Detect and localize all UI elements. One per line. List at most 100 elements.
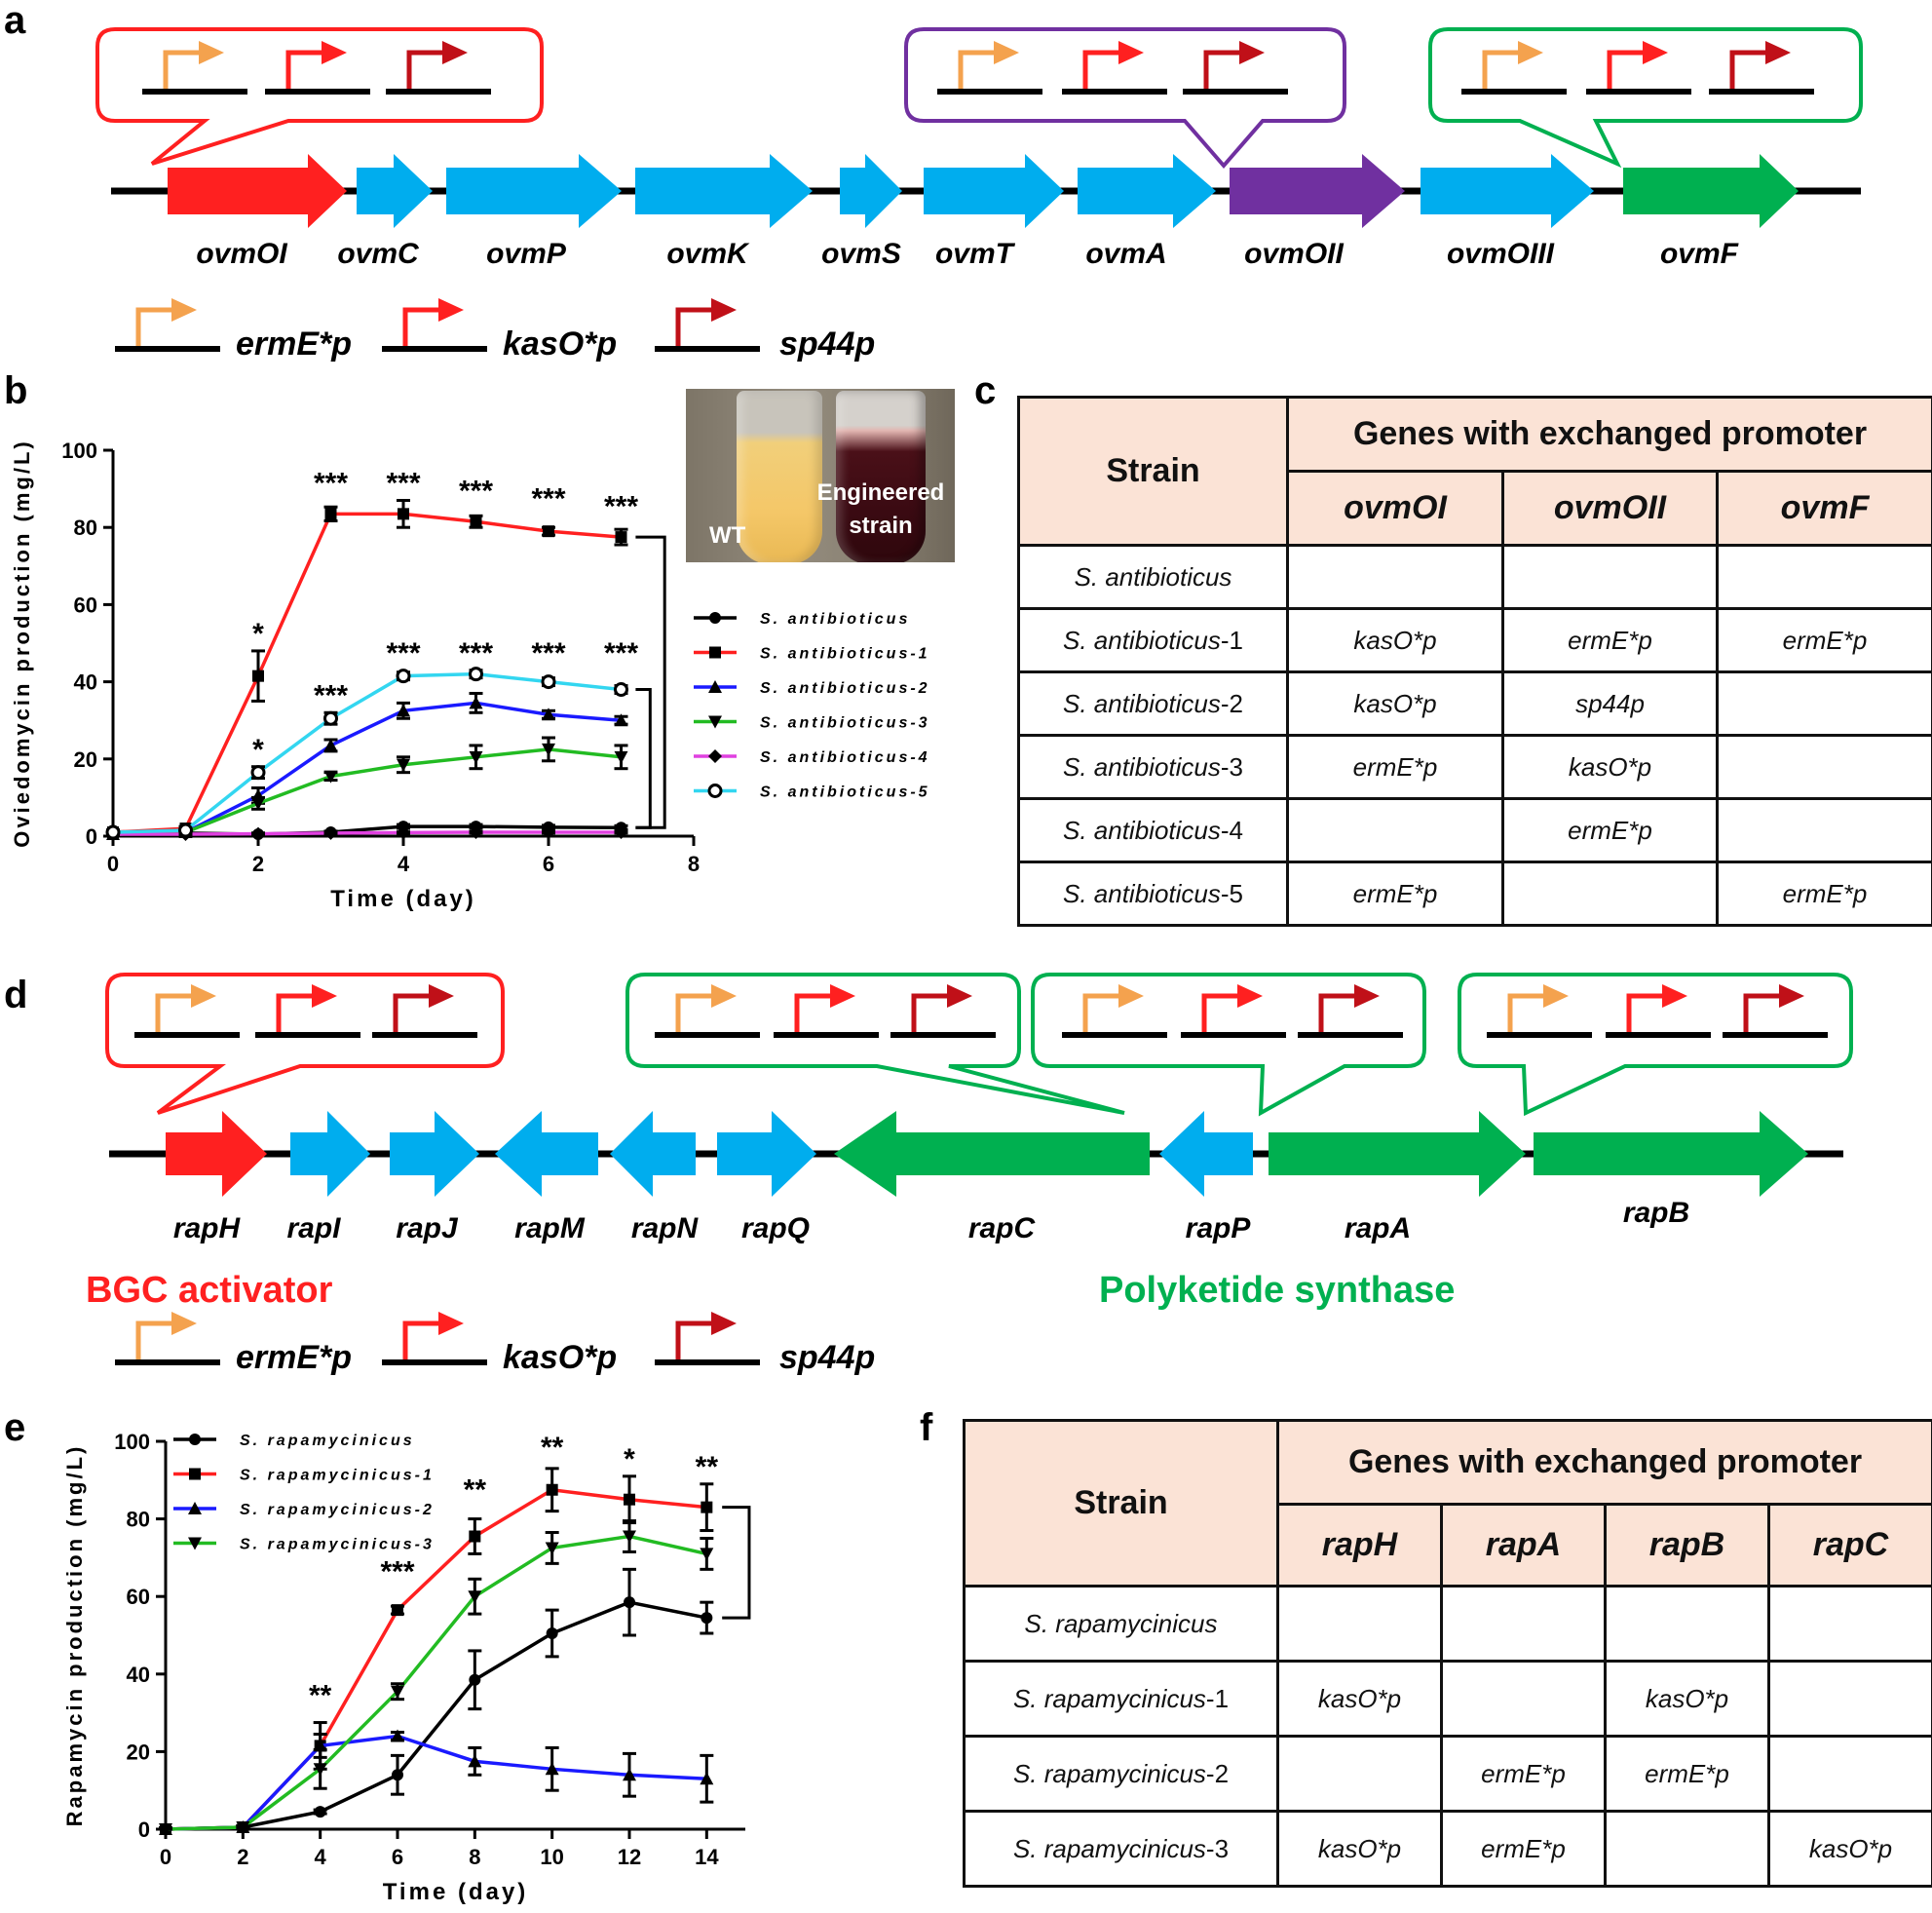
x-tick-label: 4 [315,1845,327,1869]
callout-rapC [625,973,1125,1115]
gene-label-rapJ: rapJ [396,1212,459,1244]
significance-mark: * [624,1443,635,1475]
data-point [542,743,555,756]
table-row: S. rapamycinicus-3 kasO*p ermE*p kasO*p [963,1810,1932,1888]
cell: sp44p [1501,670,1719,737]
data-point [708,680,722,693]
cell: ermE*p [1440,1735,1607,1813]
significance-mark: *** [386,468,420,500]
x-tick-label: 0 [160,1845,171,1869]
data-point [323,710,338,726]
data-point [159,1823,172,1836]
cell [1767,1585,1932,1663]
series-line [165,1534,707,1831]
strain-suffix: -4 [1220,815,1243,845]
header-genes-exchanged: Genes with exchanged promoter [1285,396,1932,473]
header-gene: rapH [1276,1503,1443,1588]
data-point [189,1434,201,1445]
data-point [324,508,337,520]
gene-ovmF [1623,154,1799,228]
legend-ermE-label-d: ermE*p [236,1339,352,1376]
data-point [236,1821,250,1835]
panel-label-d: d [4,974,27,1016]
cell [1715,797,1932,863]
data-point [396,669,411,684]
x-tick-label: 0 [107,852,119,876]
y-tick-label: 60 [74,593,97,617]
data-point [397,758,410,772]
data-point [545,1762,559,1776]
data-point [545,1542,559,1555]
gene-ovmS [840,154,902,228]
y-tick-label: 80 [127,1508,150,1532]
gene-rapI [290,1111,370,1197]
cell [1767,1660,1932,1738]
data-point [469,825,483,840]
cell [1715,544,1932,610]
header-genes-exchanged: Genes with exchanged promoter [1276,1419,1932,1506]
panel-label-b: b [4,369,27,412]
tube-wt [737,391,822,562]
data-point [543,525,554,538]
data-point [614,825,628,840]
data-point [252,670,264,682]
table-rap-promoters: Strain Genes with exchanged promoter rap… [963,1419,1932,1888]
cell [1440,1585,1607,1663]
significance-mark: ** [309,1680,332,1712]
cell [1767,1735,1932,1813]
gene-rapJ [390,1111,479,1197]
gene-label-ovmOI: ovmOI [196,238,287,270]
cell: kasO*p [1276,1810,1443,1888]
series-line [112,701,622,836]
data-point [709,612,721,624]
gene-label-ovmOIII: ovmOIII [1447,238,1555,270]
significance-bracket [635,688,652,829]
significance-mark: ** [541,1432,564,1464]
cell [1715,734,1932,800]
data-point [391,1685,404,1699]
data-point [469,1530,481,1543]
promoter-legend-a: ermE*p kasO*p sp44p [115,298,875,363]
data-point [541,674,556,690]
table-row: S. rapamycinicus [963,1585,1932,1663]
legend-ermE-label: ermE*p [236,325,352,363]
data-point [542,825,555,840]
gene-ovmOII [1230,154,1405,228]
strain-name: S. rapamycinicus [1024,1608,1218,1638]
cell [1501,861,1719,927]
significance-mark: *** [386,637,420,670]
y-tick-label: 40 [127,1663,150,1687]
cell: kasO*p [1286,670,1504,737]
data-point [624,1596,635,1609]
x-tick-label: 6 [392,1845,403,1869]
label-bgc-activator: BGC activator [86,1270,333,1311]
series-S-rapamycinicus-3 [159,1519,714,1836]
series-line [165,1734,707,1831]
data-point [323,825,338,840]
table-row: S. antibioticus [1017,544,1932,610]
data-point [188,1502,202,1514]
cell [1501,544,1719,610]
cell: ermE*p [1501,607,1719,673]
cell: ermE*p [1604,1735,1770,1813]
data-point [623,1530,636,1544]
gene-label-ovmP: ovmP [486,238,567,270]
data-point [468,1590,482,1604]
cell [1276,1585,1443,1663]
strain-suffix: -5 [1220,878,1243,908]
gene-rapB [1534,1111,1808,1197]
y-tick-label: 0 [138,1817,150,1842]
legend-kasO-label: kasO*p [503,325,617,363]
data-point [251,826,265,841]
series-S-antibioticus-5 [105,667,628,840]
y-tick-label: 80 [74,516,97,540]
data-point [546,1483,558,1496]
series-S-antibioticus-2 [106,691,628,841]
gene-label-rapM: rapM [514,1212,586,1244]
gene-label-rapH: rapH [173,1212,242,1244]
callout-rapH [105,973,505,1115]
y-tick-label: 100 [114,1430,150,1454]
data-point [250,765,266,781]
gene-cluster-rap: rapH rapI rapJ rapM rapN rapQ rapC rapP … [105,973,1853,1244]
